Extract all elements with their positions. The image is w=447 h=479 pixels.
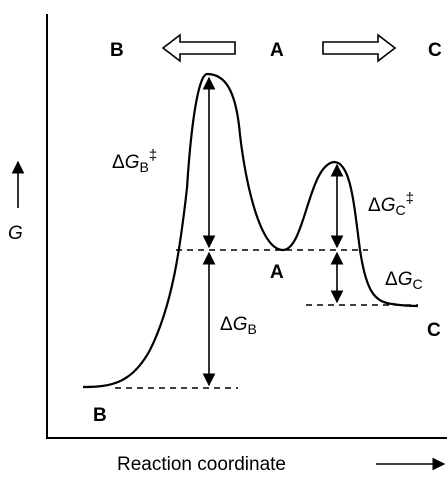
- state-label-a: A: [270, 262, 284, 283]
- x-axis-label: Reaction coordinate: [117, 454, 286, 475]
- energy-curve: [82, 72, 419, 389]
- label-delta-g-c-barrier: ΔGC‡: [368, 190, 414, 218]
- state-label-b: B: [93, 405, 107, 426]
- label-delta-g-b-reaction: ΔGB: [220, 314, 257, 337]
- hollow-arrow-right-icon: [322, 33, 397, 63]
- top-label-c: C: [428, 40, 442, 61]
- top-label-b: B: [110, 40, 124, 61]
- hollow-arrow-left-icon: [161, 33, 236, 63]
- top-label-a: A: [270, 40, 284, 61]
- label-delta-g-c-reaction: ΔGC: [385, 269, 423, 292]
- state-label-c: C: [427, 320, 441, 341]
- y-axis-label: G: [8, 223, 23, 244]
- label-delta-g-b-barrier: ΔGB‡: [112, 147, 157, 175]
